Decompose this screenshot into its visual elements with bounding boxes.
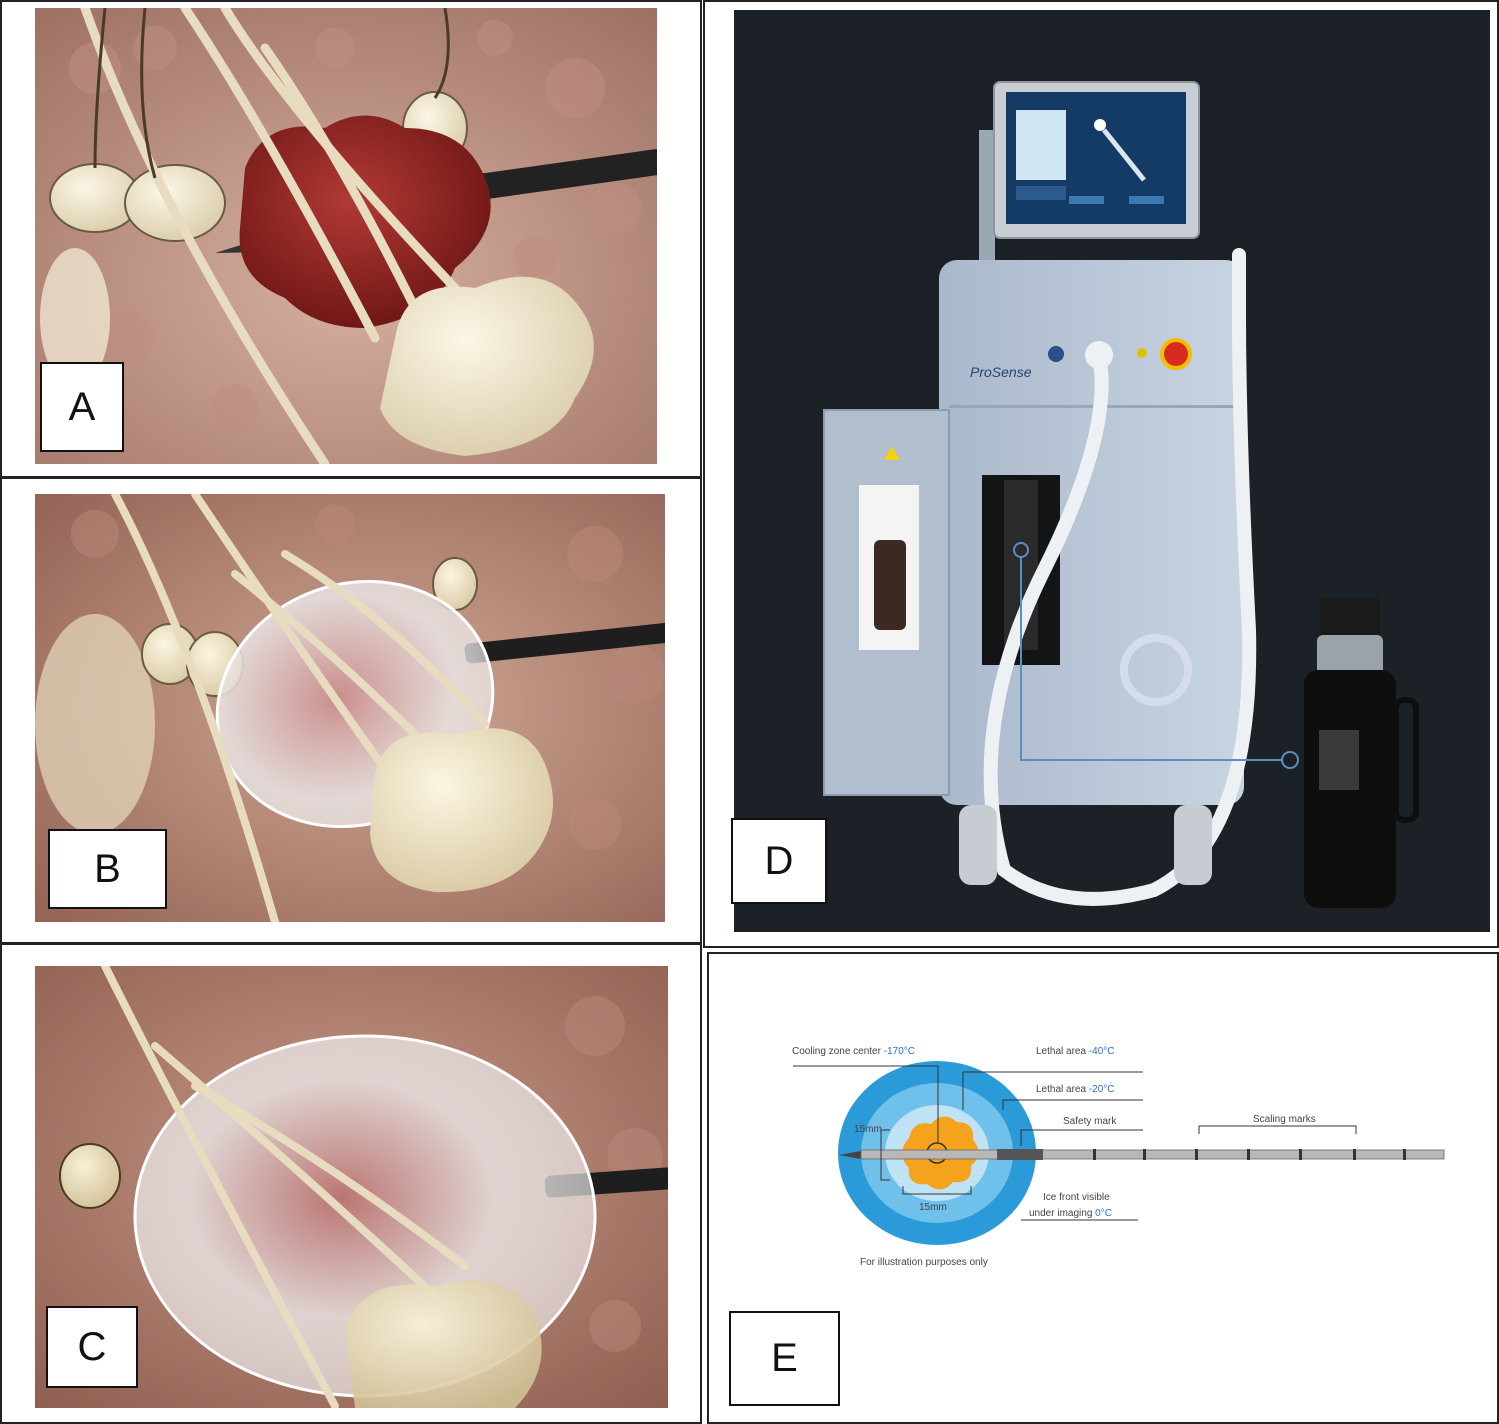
probe-shaft — [860, 1149, 1445, 1160]
dimension-vertical-label: 15mm — [854, 1124, 882, 1135]
panel-d-label: D — [731, 818, 827, 904]
panel-a-label: A — [40, 362, 124, 452]
panel-d-device-photo: ProSense — [734, 10, 1490, 932]
panel-e-diagram: 15mm 15mm Cooling zone center -170°C Let… — [713, 960, 1491, 1300]
dimension-horizontal-label: 15mm — [919, 1202, 947, 1213]
ice-front-label-line2: under imaging 0°C — [1029, 1208, 1112, 1219]
panel-b-label: B — [48, 829, 167, 909]
lethal-area-20-label: Lethal area -20°C — [1036, 1084, 1115, 1095]
lethal-area-40-label: Lethal area -40°C — [1036, 1046, 1115, 1057]
panel-e-label: E — [729, 1311, 840, 1406]
ice-front-label-line1: Ice front visible — [1043, 1192, 1110, 1203]
panel-c-label: C — [46, 1306, 138, 1388]
panel-e-frame — [707, 952, 1499, 1424]
scaling-marks-label: Scaling marks — [1253, 1114, 1316, 1125]
safety-mark-label: Safety mark — [1063, 1116, 1117, 1127]
panel-c-frame — [0, 943, 702, 1424]
panel-a-illustration — [35, 8, 657, 464]
panel-c-illustration — [35, 966, 668, 1408]
device-brand-logo: ProSense — [970, 364, 1032, 380]
illustration-disclaimer: For illustration purposes only — [860, 1257, 988, 1268]
panel-d-frame — [703, 0, 1499, 948]
cooling-zone-center-label: Cooling zone center -170°C — [792, 1046, 915, 1057]
